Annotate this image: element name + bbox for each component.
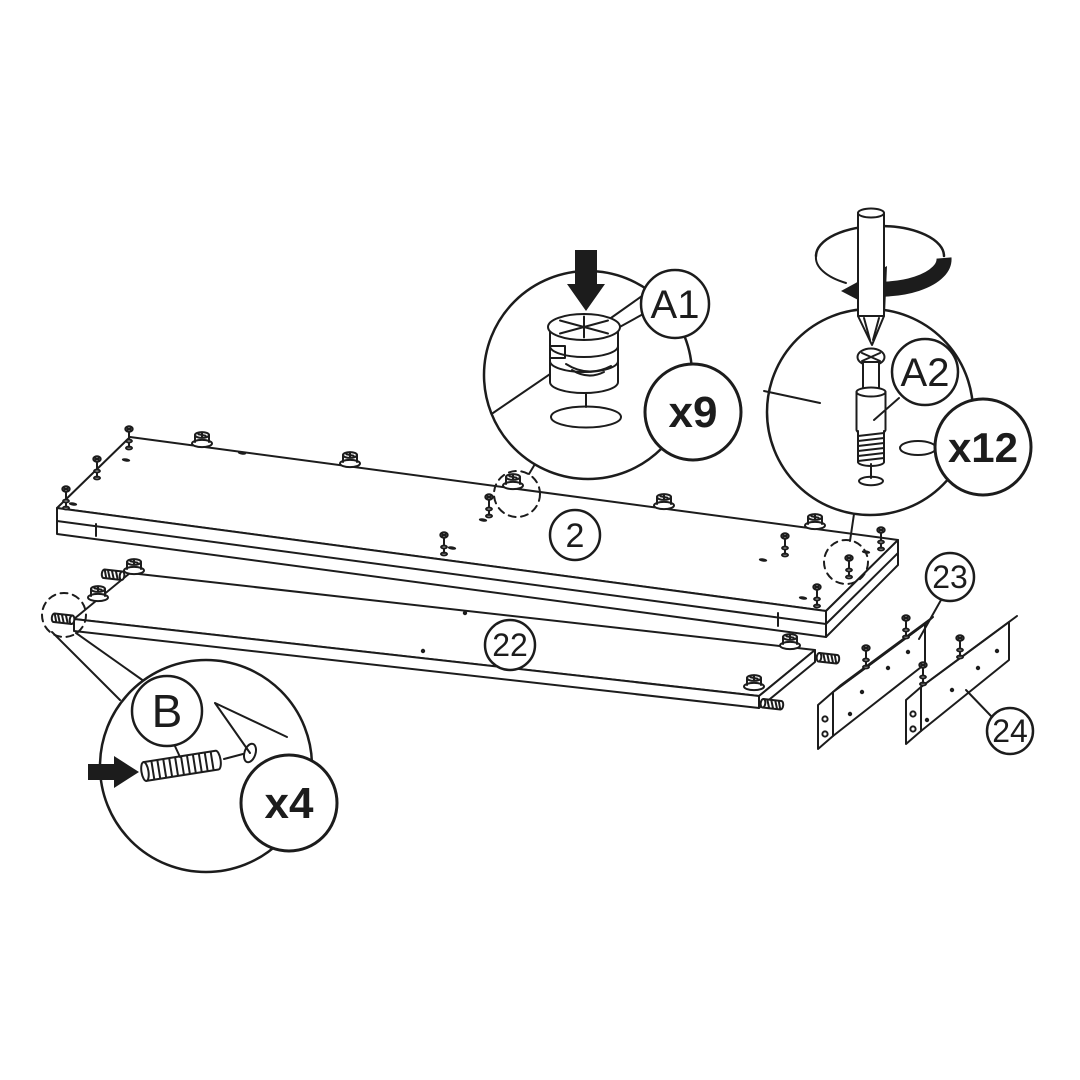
connector-lines (51, 631, 149, 701)
part-label-2: 2 (548, 508, 602, 562)
pointer-line (763, 390, 821, 404)
part-number: 2 (566, 517, 585, 555)
hardware-label-text: B (152, 685, 183, 737)
hardware-label-text: A2 (901, 351, 950, 395)
cam-lock-drawing (547, 313, 622, 429)
hardware-label-b: B (130, 674, 204, 748)
panel-2: 2 (56, 425, 899, 638)
rail-24: 24 (905, 615, 1035, 756)
press-down-arrow-icon (567, 250, 605, 311)
detail-target-b (41, 592, 87, 638)
part-number: 23 (932, 559, 968, 595)
part-label-23: 23 (924, 551, 976, 603)
quantity-badge-a2: x12 (933, 397, 1033, 497)
insert-arrow-icon (88, 756, 139, 788)
leader-line-23 (918, 599, 942, 640)
label-leader (873, 397, 900, 421)
part-number: 24 (992, 713, 1028, 749)
quantity-text: x12 (948, 424, 1018, 471)
quantity-badge-b: x4 (239, 753, 339, 853)
panel-corner-drawing (214, 702, 288, 764)
detail-target-a1 (493, 470, 541, 518)
part-label-24: 24 (985, 706, 1035, 756)
dowel-drawing (140, 749, 222, 782)
dowel-hole (243, 742, 257, 764)
hardware-label-text: A1 (651, 283, 700, 327)
part-number: 22 (492, 627, 528, 663)
detail-target-a2 (823, 539, 869, 585)
hole-outline (550, 405, 622, 429)
callout-b: x4 B (51, 631, 339, 874)
screwdriver (857, 207, 885, 346)
quantity-text: x9 (669, 388, 718, 437)
callout-a1: x9 A1 (482, 250, 743, 481)
hardware-label-a1: A1 (639, 268, 711, 340)
panel-22: 22 (41, 558, 841, 711)
leader-line-24 (965, 689, 992, 717)
part-label-22: 22 (483, 618, 537, 672)
connector-line (849, 513, 855, 542)
quantity-text: x4 (265, 779, 314, 828)
quantity-badge-a1: x9 (643, 362, 743, 462)
cam-bolt-drawing (855, 347, 887, 487)
connector-line (528, 463, 536, 475)
hardware-label-a2: A2 (890, 337, 960, 407)
callout-a2: x12 A2 (763, 207, 1033, 542)
